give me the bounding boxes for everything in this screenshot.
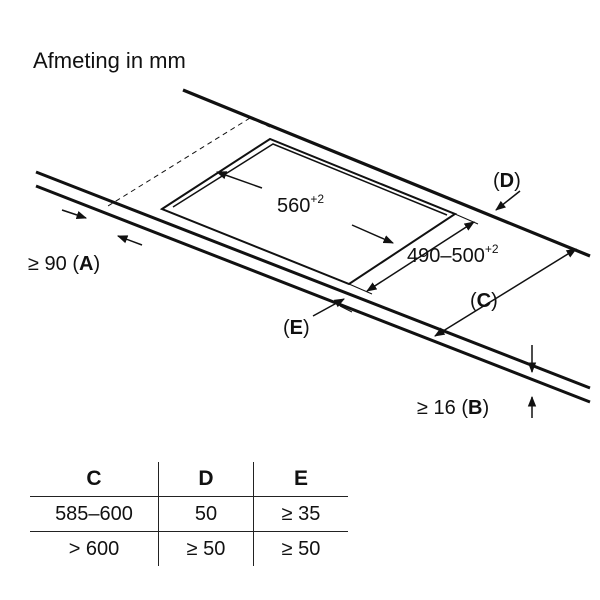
width-arrow-left <box>216 171 263 189</box>
table-cell: 50 <box>158 496 254 532</box>
table-header-d: D <box>158 462 254 497</box>
cutout-diagram: Afmeting in mm 560+2 490–500+2 (C) (D) (… <box>28 48 591 419</box>
dashed-guide-top <box>249 117 271 128</box>
dimension-unit-title: Afmeting in mm <box>33 48 186 73</box>
table-cell: > 600 <box>30 531 159 566</box>
width-label: 560+2 <box>277 192 324 217</box>
table-cell: ≥ 50 <box>281 537 321 560</box>
depth-ext-line-top <box>454 213 479 225</box>
e-arrow-lower <box>339 305 353 313</box>
table-row: > 600 ≥ 50 ≥ 50 <box>30 531 348 566</box>
depth-label: 490–500+2 <box>407 242 499 267</box>
depth-arrow <box>366 221 475 292</box>
dimension-table: C D E 585–600 50 ≥ 35 > 600 ≥ 50 ≥ 50 <box>30 462 348 566</box>
table-cell: ≥ 50 <box>158 531 254 566</box>
a-arrow-top <box>61 209 87 219</box>
d-arrow <box>495 190 521 211</box>
table-header-row: C D E <box>30 462 348 497</box>
cutout-inner-rim <box>172 143 448 216</box>
dashed-guide-left <box>107 117 251 207</box>
b-label: ≥ 16 (B) <box>417 397 489 419</box>
table-row: 585–600 50 ≥ 35 <box>30 496 348 532</box>
e-arrow <box>312 298 345 317</box>
e-label: (E) <box>283 317 310 339</box>
table-cell: ≥ 35 <box>253 496 348 532</box>
a-label: ≥ 90 (A) <box>28 253 100 275</box>
table-cell: 585–600 <box>30 496 159 532</box>
c-arrow <box>434 248 577 337</box>
depth-ext-line-bottom <box>348 283 373 295</box>
worktop-back-edge <box>182 88 591 258</box>
c-label: (C) <box>470 290 498 312</box>
width-arrow-right <box>351 224 394 244</box>
worktop-front-edge-bottom <box>35 184 591 404</box>
d-label: (D) <box>493 170 521 192</box>
a-ext-line <box>117 235 127 241</box>
worktop-front-edge-top <box>35 170 591 390</box>
table-header-e: E <box>253 462 348 497</box>
table-header-c: C <box>30 462 159 497</box>
